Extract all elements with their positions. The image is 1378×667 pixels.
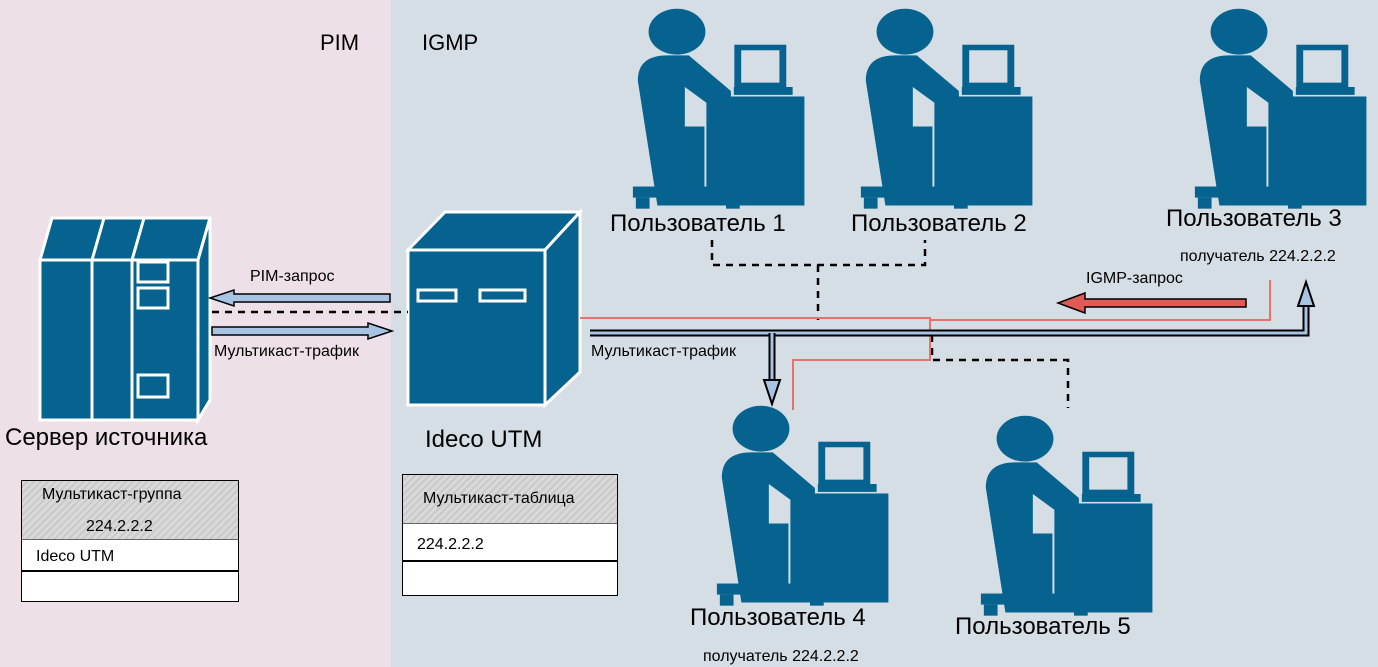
server-label: Сервер источника bbox=[5, 424, 208, 451]
multicast-group-table: Мультикаст-группа 224.2.2.2 Ideco UTM bbox=[21, 480, 239, 602]
server-rack-icon bbox=[38, 216, 212, 426]
pim-zone-label: PIM bbox=[320, 30, 360, 55]
table-cell: 224.2.2.2 bbox=[417, 536, 484, 553]
user-1-label: Пользователь 1 bbox=[610, 210, 786, 237]
utm-label: Ideco UTM bbox=[425, 426, 543, 453]
multicast-traffic-arrow bbox=[211, 321, 395, 341]
user-5-label: Пользователь 5 bbox=[955, 613, 1131, 640]
user-3-label: Пользователь 3 bbox=[1166, 205, 1342, 232]
igmp-zone-label: IGMP bbox=[422, 30, 479, 55]
dashed-links bbox=[212, 240, 1070, 408]
pim-request-arrow bbox=[207, 288, 391, 308]
red-path bbox=[580, 280, 1271, 410]
igmp-request-arrow bbox=[1055, 291, 1247, 315]
table-header-value: 224.2.2.2 bbox=[86, 518, 153, 535]
table-header-title: Мультикаст-таблица bbox=[423, 490, 575, 507]
user-2-label: Пользователь 2 bbox=[851, 210, 1027, 237]
multicast-left-label: Мультикаст-трафик bbox=[214, 343, 359, 360]
user-3-note: получатель 224.2.2.2 bbox=[1180, 248, 1336, 265]
table-header: Мультикаст-группа 224.2.2.2 bbox=[22, 481, 238, 540]
table-header-title: Мультикаст-группа bbox=[42, 486, 182, 503]
server-box-icon bbox=[404, 208, 584, 409]
table-row: Ideco UTM bbox=[22, 540, 238, 572]
multicast-trunk bbox=[590, 278, 1316, 408]
multicast-right-label: Мультикаст-трафик bbox=[591, 343, 736, 360]
table-row: 224.2.2.2 bbox=[403, 524, 617, 562]
user-4-label: Пользователь 4 bbox=[690, 604, 866, 631]
table-header: Мультикаст-таблица bbox=[403, 475, 617, 524]
igmp-request-label: IGMP-запрос bbox=[1086, 270, 1183, 287]
table-cell: Ideco UTM bbox=[36, 548, 115, 565]
pim-request-label: PIM-запрос bbox=[250, 268, 335, 285]
multicast-table: Мультикаст-таблица 224.2.2.2 bbox=[402, 474, 618, 596]
user-4-note: получатель 224.2.2.2 bbox=[703, 648, 859, 665]
